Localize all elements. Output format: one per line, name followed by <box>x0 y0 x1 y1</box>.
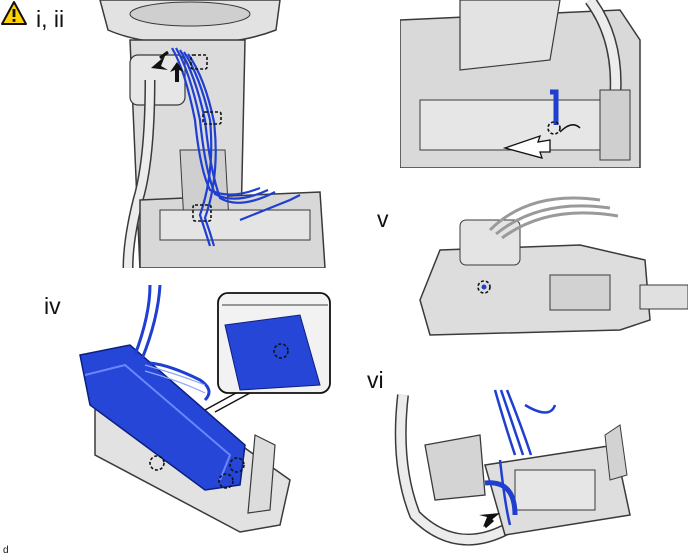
panel-label-iv: iv <box>44 293 61 319</box>
warning-icon <box>1 1 27 25</box>
panel-label-i-ii: i, ii <box>36 6 65 32</box>
footer-code: d <box>3 545 9 556</box>
panel-iv: iv <box>0 285 340 560</box>
panel-label-vi: vi <box>367 367 384 393</box>
panel-iv-illustration <box>79 285 331 533</box>
panel-iii-illustration <box>400 0 641 168</box>
panel-v: v <box>370 190 688 350</box>
panel-vi-illustration <box>394 389 631 546</box>
panel-label-v: v <box>377 206 389 232</box>
panel-i-ii: i, ii <box>0 0 330 268</box>
panel-iii: iii <box>400 0 688 168</box>
panel-i-ii-illustration <box>99 0 326 268</box>
panel-vi: vi <box>365 365 688 560</box>
panel-v-illustration <box>419 196 688 336</box>
